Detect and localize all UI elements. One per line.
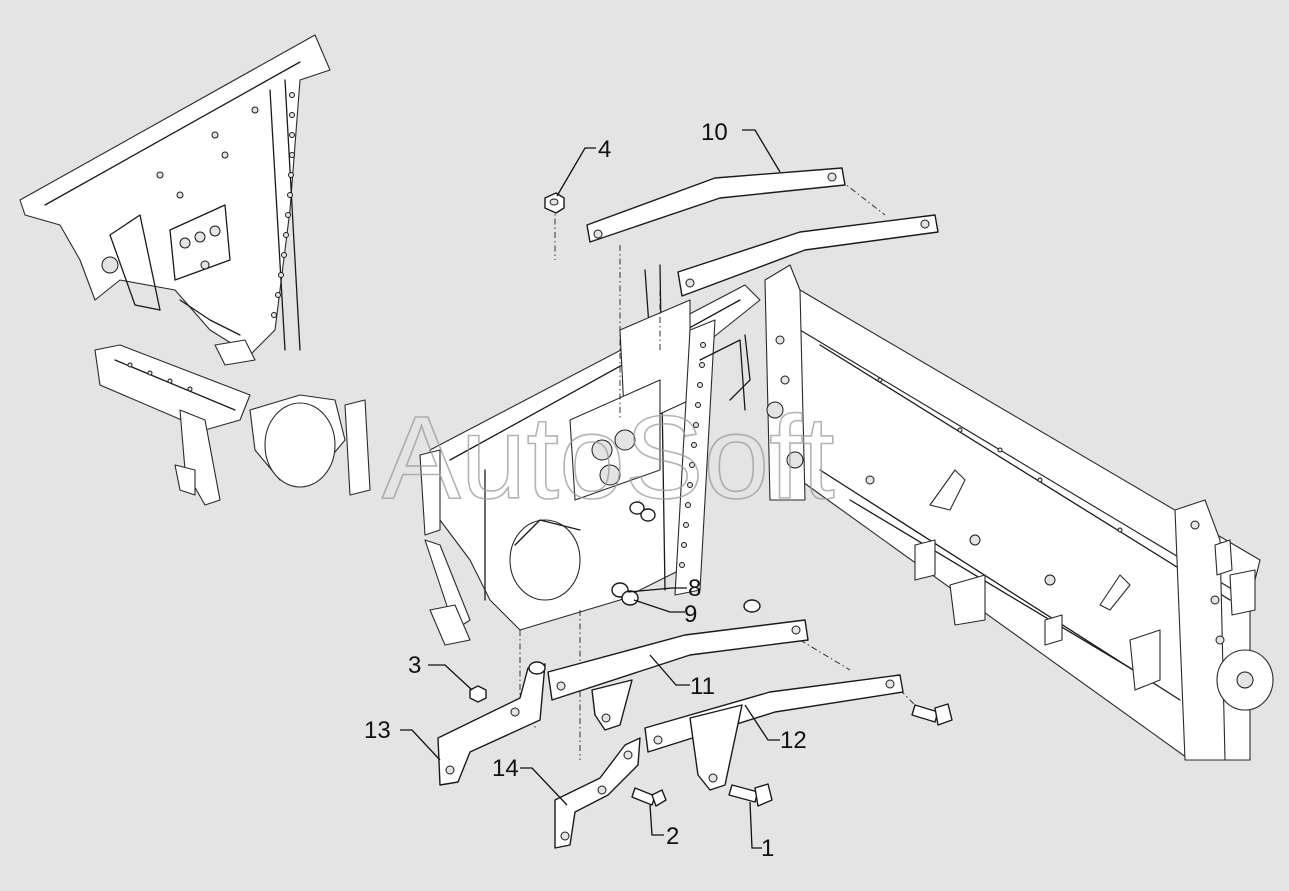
callout-10: 10 (701, 119, 728, 146)
callout-leaders (400, 129, 781, 849)
perforated-strip-center (679, 342, 706, 568)
callout-labels: 4 10 8 9 3 11 13 12 14 2 1 (364, 119, 807, 862)
nut-part-3 (469, 685, 487, 703)
strap-lower-part-11 (547, 599, 809, 731)
strap-upper-part-10 (586, 167, 939, 297)
side-rail-right (764, 264, 1274, 761)
perforated-strip-left (271, 92, 295, 318)
callout-3: 3 (408, 652, 421, 679)
callout-9: 9 (684, 601, 697, 628)
callout-13: 13 (364, 717, 391, 744)
callout-14: 14 (492, 755, 519, 782)
callout-1: 1 (761, 835, 774, 862)
callout-8: 8 (688, 575, 701, 602)
center-frame-section (344, 264, 761, 646)
strap-lower-part-12 (644, 674, 904, 791)
front-frame-section (19, 34, 346, 506)
bolt-part-1 (728, 703, 953, 807)
washer-nut-part-8-9 (611, 501, 656, 606)
callout-2: 2 (666, 823, 679, 850)
nut-part-4 (544, 192, 565, 214)
callout-12: 12 (780, 727, 807, 754)
bracket-part-14 (554, 737, 641, 849)
bracket-part-13 (437, 661, 546, 786)
callout-4: 4 (598, 136, 611, 163)
watermark: AutoSoft (382, 392, 835, 524)
callout-11: 11 (690, 673, 715, 700)
bolt-part-2 (631, 787, 667, 807)
